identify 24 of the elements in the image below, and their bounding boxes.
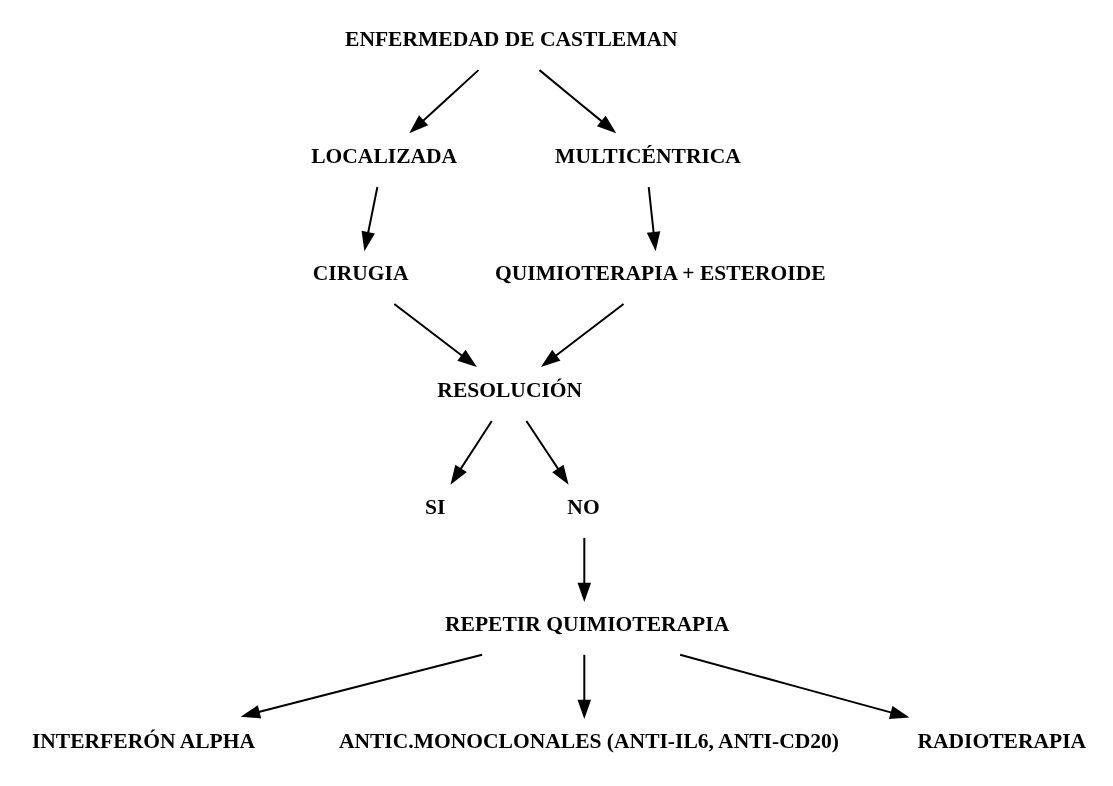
- arrow: [577, 653, 591, 720]
- node-text: INTERFERÓN ALPHA: [31, 728, 255, 753]
- arrow: [524, 419, 569, 485]
- arrow: [392, 303, 477, 368]
- arrow: [538, 69, 616, 134]
- arrow: [240, 653, 483, 719]
- node-text: CIRUGIA: [312, 261, 408, 286]
- node-text: NO: [566, 495, 600, 520]
- node-text: SI: [424, 495, 445, 520]
- arrow: [646, 186, 660, 252]
- node-text: QUIMIOTERAPIA + ESTEROIDE: [494, 261, 826, 286]
- node-text: REPETIR QUIMIOTERAPIA: [444, 612, 729, 637]
- arrow: [540, 303, 625, 368]
- arrow: [361, 186, 378, 252]
- arrow: [449, 419, 493, 485]
- node-text: MULTICÉNTRICA: [554, 144, 741, 169]
- node-text: LOCALIZADA: [310, 144, 457, 169]
- node-text: ANTIC.MONOCLONALES (ANTI-IL6, ANTI-CD20): [338, 728, 839, 753]
- arrow: [678, 653, 909, 719]
- arrow: [408, 69, 479, 134]
- node-text: RESOLUCIÓN: [436, 378, 582, 403]
- node-text: ENFERMEDAD DE CASTLEMAN: [344, 27, 678, 52]
- arrow: [577, 536, 591, 603]
- node-text: RADIOTERAPIA: [916, 728, 1086, 753]
